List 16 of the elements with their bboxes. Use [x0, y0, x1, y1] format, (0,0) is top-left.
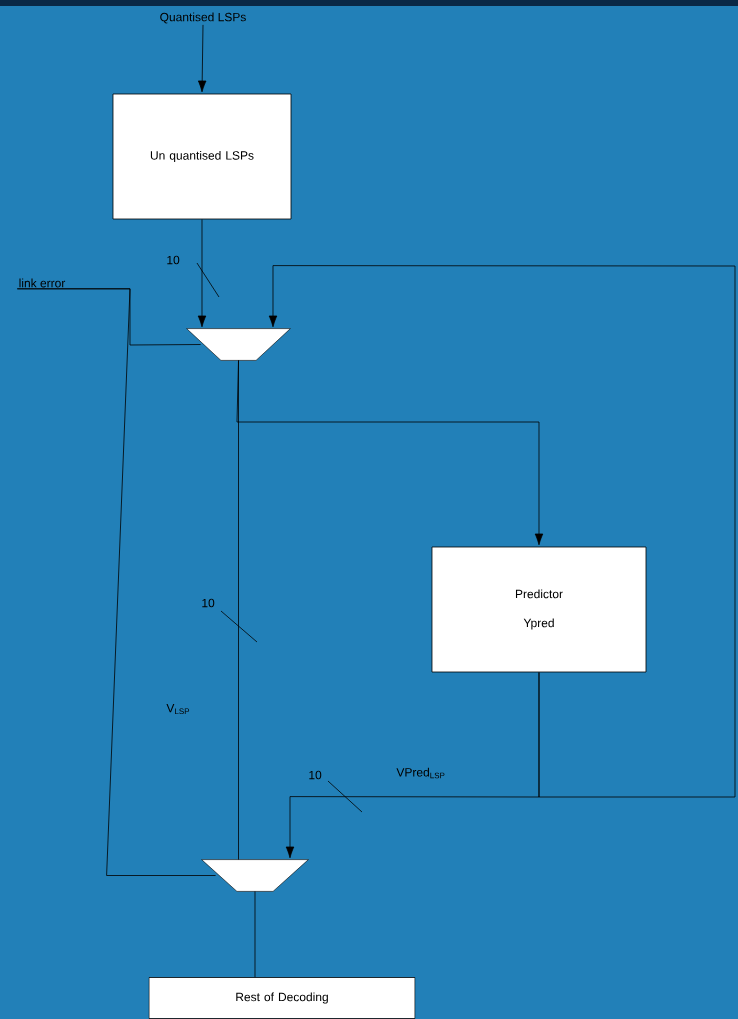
signal-label: VPred$_{LSP}$ [396, 767, 445, 779]
connector-arrow [268, 265, 736, 798]
multiplexer-trapezoid [186, 328, 291, 361]
connector-arrow [197, 219, 207, 328]
input-label: Quantised LSPs [160, 12, 246, 24]
input-label: link error [19, 278, 66, 288]
process-box: Un quantised LSPs [112, 93, 292, 220]
multiplexer-trapezoid [201, 859, 309, 892]
process-box: Rest of Decoding [148, 977, 416, 1019]
bus-width-label: 10 [309, 770, 322, 780]
connector-arrow [197, 24, 207, 93]
bus-width-label: 10 [167, 255, 180, 265]
connector-arrow [285, 672, 540, 859]
bus-width-label: 10 [202, 598, 215, 608]
process-box: Predictor Ypred [431, 546, 647, 673]
signal-label: V$_{LSP}$ [166, 703, 190, 715]
